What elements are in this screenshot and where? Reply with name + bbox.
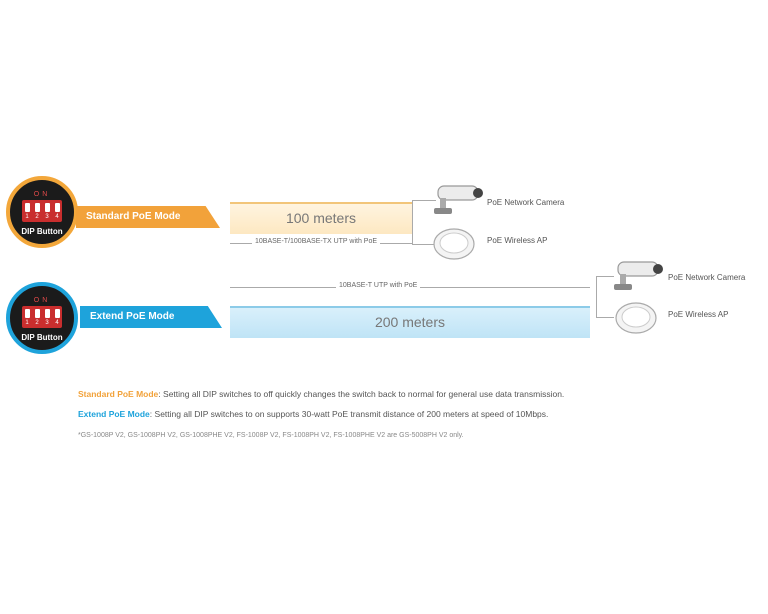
connector-line (596, 276, 614, 277)
dip-number: 2 (35, 320, 39, 326)
standard-distance-bar: 100 meters (230, 202, 412, 234)
extend-distance-bar: 200 meters (230, 306, 590, 338)
dip-switch-icon: ON 1 2 3 4 DIP Button (6, 282, 78, 354)
ap-label: PoE Wireless AP (668, 310, 729, 319)
standard-mode-description: Standard PoE Mode: Setting all DIP switc… (78, 389, 564, 399)
dip-number: 1 (25, 320, 29, 326)
footnote: *GS-1008P V2, GS-1008PH V2, GS-1008PHE V… (78, 432, 464, 439)
dip-switch (24, 203, 30, 212)
dip-number: 3 (45, 214, 49, 220)
dip-number: 1 (25, 214, 29, 220)
dip-switch (44, 203, 50, 212)
standard-distance-label: 100 meters (285, 210, 357, 226)
camera-label: PoE Network Camera (668, 273, 746, 282)
extend-distance-label: 200 meters (374, 314, 446, 330)
dip-switch (34, 203, 40, 212)
connector-line (412, 200, 436, 201)
dip-number: 2 (35, 214, 39, 220)
wireless-ap-icon (614, 300, 658, 341)
dip-switch (34, 309, 40, 318)
extend-mode-banner: Extend PoE Mode (80, 306, 222, 328)
dip-button-label: DIP Button (21, 227, 63, 236)
camera-label: PoE Network Camera (487, 198, 565, 207)
dip-switch-panel (22, 200, 62, 222)
dip-on-label: ON (33, 297, 51, 304)
dip-switch (54, 309, 60, 318)
standard-cable-label: 10BASE-T/100BASE-TX UTP with PoE (252, 238, 381, 245)
dip-number: 3 (45, 320, 49, 326)
standard-mode-title: Standard PoE Mode (78, 389, 159, 399)
standard-mode-text: : Setting all DIP switches to off quickl… (158, 389, 565, 399)
dip-switch (54, 203, 60, 212)
connector-line (596, 276, 597, 318)
extend-cable-label: 10BASE-T UTP with PoE (336, 282, 421, 289)
connector-line (596, 317, 614, 318)
dip-number: 4 (55, 320, 59, 326)
wireless-ap-icon (432, 226, 476, 267)
dip-on-label: ON (33, 191, 51, 198)
camera-icon (432, 180, 484, 225)
dip-number: 4 (55, 214, 59, 220)
extend-mode-title: Extend PoE Mode (78, 409, 150, 419)
connector-line (412, 244, 436, 245)
connector-line (412, 200, 413, 245)
dip-switch-icon: ON 1 2 3 4 DIP Button (6, 176, 78, 248)
ap-label: PoE Wireless AP (487, 236, 548, 245)
dip-switch (24, 309, 30, 318)
dip-switch (44, 309, 50, 318)
extend-mode-description: Extend PoE Mode: Setting all DIP switche… (78, 409, 548, 419)
standard-mode-banner: Standard PoE Mode (76, 206, 220, 228)
dip-button-label: DIP Button (21, 333, 63, 342)
extend-mode-text: : Setting all DIP switches to on support… (149, 409, 549, 419)
dip-switch-panel (22, 306, 62, 328)
camera-icon (612, 256, 664, 301)
